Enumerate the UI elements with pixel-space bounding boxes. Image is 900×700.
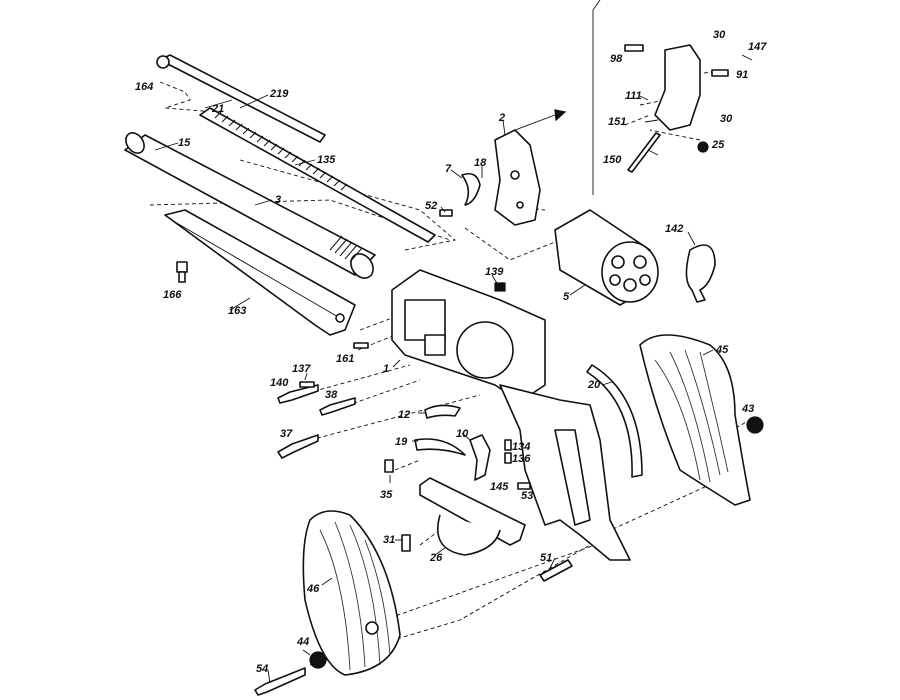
label-136: 136 xyxy=(512,453,531,465)
screw-140 xyxy=(277,384,319,404)
hammer-2 xyxy=(494,129,541,226)
label-46: 46 xyxy=(306,583,320,595)
pin-161 xyxy=(353,342,369,349)
label-135: 135 xyxy=(317,154,336,166)
label-19: 19 xyxy=(395,436,408,448)
grip-panel-45 xyxy=(639,334,751,506)
label-3: 3 xyxy=(275,194,281,206)
part-labels: 164 219 21 15 135 3 166 163 139 5 142 2 … xyxy=(135,29,767,675)
label-91: 91 xyxy=(736,69,748,81)
label-12: 12 xyxy=(398,409,410,421)
leader-lines xyxy=(154,54,753,684)
label-38: 38 xyxy=(325,389,338,401)
page-frame-line xyxy=(592,0,601,195)
label-164: 164 xyxy=(135,81,153,93)
screw-52 xyxy=(439,209,453,217)
label-111: 111 xyxy=(625,90,642,102)
bolt-12 xyxy=(424,404,461,419)
label-51: 51 xyxy=(540,552,552,564)
trigger-10 xyxy=(469,434,491,481)
label-161: 161 xyxy=(336,353,354,365)
ejector-housing-21 xyxy=(199,107,436,243)
label-45: 45 xyxy=(715,344,729,356)
assembly-arrow xyxy=(514,109,567,131)
screw-166 xyxy=(176,261,188,283)
label-35: 35 xyxy=(380,489,393,501)
label-147: 147 xyxy=(748,41,767,53)
grip-frame xyxy=(499,384,631,561)
pin-51 xyxy=(539,559,573,582)
label-219: 219 xyxy=(269,88,289,100)
label-20: 20 xyxy=(587,379,601,391)
label-2: 2 xyxy=(498,112,505,124)
nut-43 xyxy=(746,416,764,434)
label-139: 139 xyxy=(485,266,504,278)
pin-150 xyxy=(627,132,661,173)
hand-7 xyxy=(461,172,481,206)
grip-panel-46 xyxy=(302,510,401,676)
screw-38 xyxy=(319,397,356,416)
label-52: 52 xyxy=(425,200,437,212)
cylinder-5 xyxy=(554,209,659,306)
label-163: 163 xyxy=(228,305,246,317)
label-150: 150 xyxy=(603,154,622,166)
loading-lever-163 xyxy=(164,209,356,336)
label-151: 151 xyxy=(608,116,626,128)
label-145: 145 xyxy=(490,481,509,493)
pin-139 xyxy=(494,282,506,292)
gate-142 xyxy=(685,244,716,303)
screw-54 xyxy=(254,667,306,696)
screw-37 xyxy=(277,434,319,459)
label-10: 10 xyxy=(456,428,469,440)
label-30a: 30 xyxy=(713,29,726,41)
label-98: 98 xyxy=(610,53,623,65)
screw-35 xyxy=(384,459,394,473)
label-1: 1 xyxy=(383,363,389,375)
label-140: 140 xyxy=(270,377,289,389)
label-21: 21 xyxy=(211,103,224,115)
hammer-assembly-upper xyxy=(624,44,729,131)
ferrule-44 xyxy=(309,651,327,669)
label-18: 18 xyxy=(474,157,487,169)
label-30b: 30 xyxy=(720,113,733,125)
label-25: 25 xyxy=(711,139,725,151)
screws-134-136 xyxy=(504,439,512,464)
pin-137 xyxy=(299,381,315,388)
label-53: 53 xyxy=(521,490,533,502)
screw-53 xyxy=(517,482,531,490)
nut-25 xyxy=(697,141,709,153)
label-134: 134 xyxy=(512,441,530,453)
label-5: 5 xyxy=(563,291,570,303)
label-166: 166 xyxy=(163,289,182,301)
label-142: 142 xyxy=(665,223,683,235)
label-15: 15 xyxy=(178,137,191,149)
label-44: 44 xyxy=(296,636,309,648)
trigger-guard-26 xyxy=(419,477,526,556)
label-43: 43 xyxy=(741,403,754,415)
label-7: 7 xyxy=(445,163,452,175)
barrel-15 xyxy=(124,132,376,279)
screw-31 xyxy=(401,534,411,552)
ejector-rod-219 xyxy=(156,54,326,143)
label-137: 137 xyxy=(292,363,311,375)
frame-1 xyxy=(391,269,546,396)
label-54: 54 xyxy=(256,663,268,675)
spring-19 xyxy=(414,438,466,456)
label-37: 37 xyxy=(280,428,293,440)
label-31: 31 xyxy=(383,534,395,546)
mainspring-20 xyxy=(586,364,643,478)
label-26: 26 xyxy=(429,552,443,564)
